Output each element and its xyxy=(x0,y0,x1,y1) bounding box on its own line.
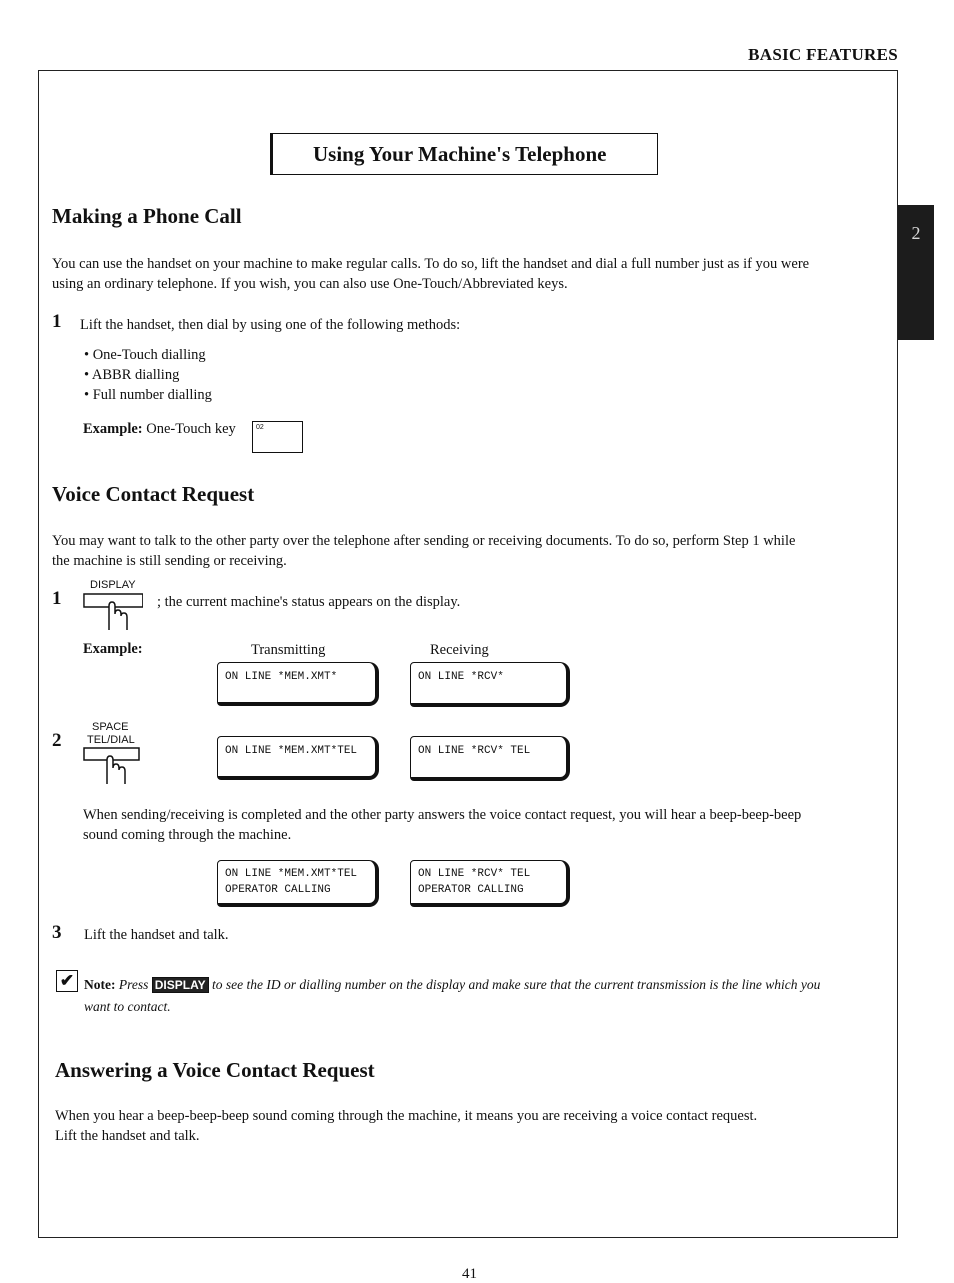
example-label: Example: xyxy=(83,421,143,437)
text-line: When sending/receiving is completed and … xyxy=(83,807,802,823)
note-line: want to contact. xyxy=(84,999,171,1014)
lcd-line: ON LINE *MEM.XMT*TEL xyxy=(225,868,358,880)
intro-line: You may want to talk to the other party … xyxy=(52,533,796,549)
list-item: Full number dialling xyxy=(84,385,212,405)
voice-contact-intro: You may want to talk to the other party … xyxy=(52,531,892,571)
list-item: One-Touch dialling xyxy=(84,345,212,365)
step-number: 3 xyxy=(52,922,62,943)
lcd-display-receiving: ON LINE *RCV* TEL xyxy=(410,736,570,781)
list-item: ABBR dialling xyxy=(84,365,212,385)
note-label: Note: xyxy=(84,977,116,992)
completion-text: When sending/receiving is completed and … xyxy=(83,805,888,845)
lcd-display-transmitting: ON LINE *MEM.XMT*TEL OPERATOR CALLING xyxy=(217,860,379,907)
display-key: DISPLAY xyxy=(151,977,209,993)
lcd-line: OPERATOR CALLING xyxy=(418,884,524,896)
page-number: 41 xyxy=(462,1266,477,1282)
step-number: 1 xyxy=(52,588,62,609)
lcd-line: ON LINE *RCV* TEL xyxy=(418,868,531,880)
checkmark-icon: ✔ xyxy=(56,970,78,992)
section-heading-answering: Answering a Voice Contact Request xyxy=(55,1058,375,1082)
making-call-intro: You can use the handset on your machine … xyxy=(52,254,892,294)
key-press-icon xyxy=(83,593,143,630)
section-heading-making-call: Making a Phone Call xyxy=(52,204,242,228)
step-text: Lift the handset and talk. xyxy=(84,927,229,943)
answering-text: When you hear a beep-beep-beep sound com… xyxy=(55,1106,885,1146)
text-line: sound coming through the machine. xyxy=(83,827,292,843)
lcd-line: OPERATOR CALLING xyxy=(225,884,331,896)
key-press-icon xyxy=(83,747,140,784)
intro-line: You can use the handset on your machine … xyxy=(52,256,810,272)
column-label-transmitting: Transmitting xyxy=(251,642,326,658)
note-line: to see the ID or dialling number on the … xyxy=(212,977,821,992)
lcd-display-receiving: ON LINE *RCV* TEL OPERATOR CALLING xyxy=(410,860,570,907)
example-text: One-Touch key xyxy=(146,421,236,437)
methods-list: One-Touch dialling ABBR dialling Full nu… xyxy=(84,345,212,405)
intro-line: the machine is still sending or receivin… xyxy=(52,553,287,569)
one-touch-key: 02 xyxy=(252,421,303,453)
header-label: BASIC FEATURES xyxy=(748,45,898,64)
lcd-display-transmitting: ON LINE *MEM.XMT*TEL xyxy=(217,736,379,780)
tel-dial-key-label: TEL/DIAL xyxy=(87,734,135,746)
example-label: Example: xyxy=(83,641,143,657)
lcd-display-receiving: ON LINE *RCV* xyxy=(410,662,570,707)
step-number: 1 xyxy=(52,311,62,332)
chapter-tab: 2 xyxy=(898,205,934,340)
note-text: Note: Press DISPLAY to see the ID or dia… xyxy=(84,974,884,1017)
lcd-display-transmitting: ON LINE *MEM.XMT* xyxy=(217,662,379,706)
example-line: Example: One-Touch key xyxy=(83,419,236,439)
display-key-label: DISPLAY xyxy=(90,579,136,591)
section-heading-voice-contact: Voice Contact Request xyxy=(52,482,255,506)
step-text: Lift the handset, then dial by using one… xyxy=(80,317,461,333)
text-line: When you hear a beep-beep-beep sound com… xyxy=(55,1108,758,1124)
text-line: Lift the handset and talk. xyxy=(55,1128,200,1144)
note-press: Press xyxy=(118,977,149,992)
column-label-receiving: Receiving xyxy=(430,642,489,658)
step-number: 2 xyxy=(52,730,62,751)
page-title: Using Your Machine's Telephone xyxy=(270,133,658,175)
page-frame xyxy=(38,70,898,1238)
step-text: ; the current machine's status appears o… xyxy=(157,594,461,610)
intro-line: using an ordinary telephone. If you wish… xyxy=(52,276,568,292)
space-key-label: SPACE xyxy=(92,721,129,733)
